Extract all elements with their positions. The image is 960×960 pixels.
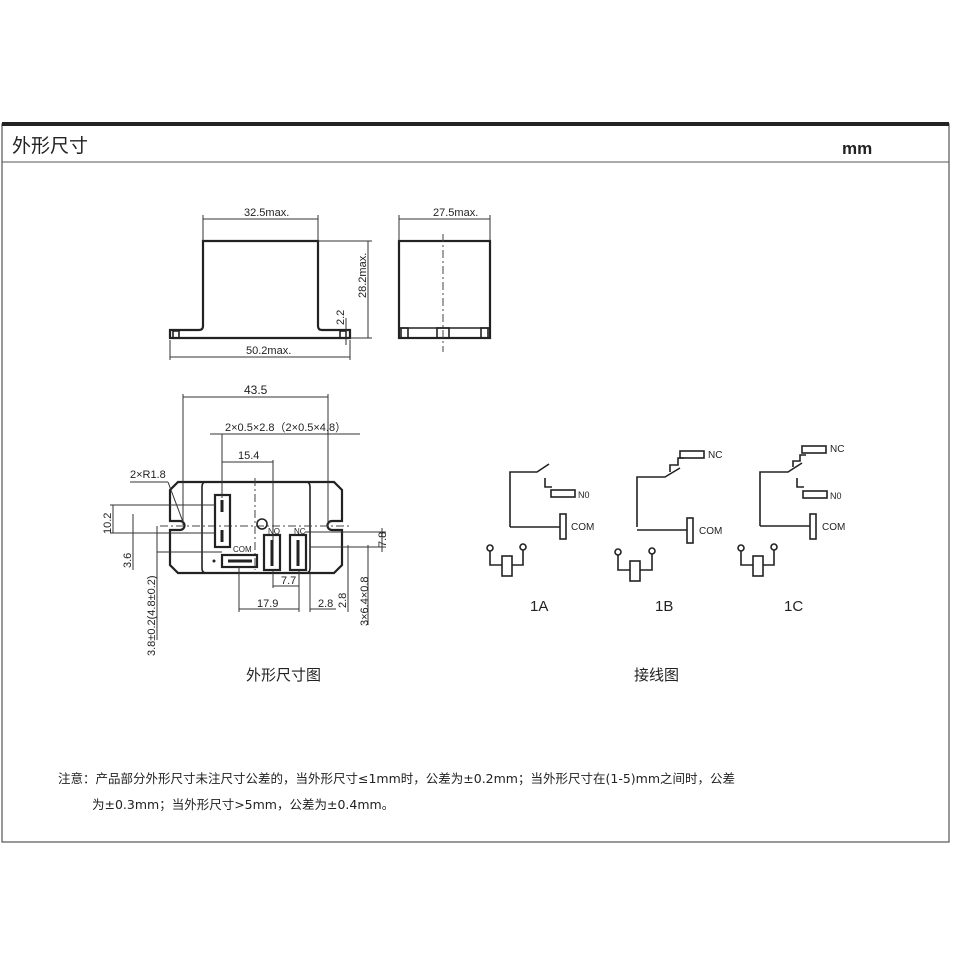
dim-pin-length: 3.8±0.2(4.8±0.2): [146, 575, 158, 656]
dim-flange: 2.2: [335, 310, 347, 325]
caption-dimension: 外形尺寸图: [246, 666, 321, 684]
front-view: 32.5max. 50.2max. 28.2max. 2.2: [168, 207, 372, 360]
1a-com-label: COM: [571, 522, 594, 533]
1c-com-label: COM: [822, 522, 845, 533]
wiring-1a: N0 COM 1A: [486, 463, 594, 615]
dim-2-8-v: 2.8: [337, 593, 349, 608]
dim-radius: 2×R1.8: [130, 469, 166, 481]
dim-3-6: 3.6: [122, 553, 134, 568]
dim-height: 28.2max.: [357, 253, 369, 298]
unit-label: mm: [842, 139, 872, 158]
1a-no-label: N0: [578, 490, 590, 500]
1c-no-label: N0: [830, 491, 842, 501]
1c-nc-label: NC: [830, 444, 844, 455]
dim-terminal: 2×0.5×2.8（2×0.5×4.8）: [225, 421, 346, 434]
pin-com-label: COM: [233, 545, 252, 554]
dim-15-4: 15.4: [238, 450, 259, 462]
wiring-1b: NC COM 1B: [614, 450, 722, 615]
note-line-2: 为±0.3mm；当外形尺寸>5mm，公差为±0.4mm。: [92, 797, 395, 812]
dim-10-2: 10.2: [102, 513, 114, 534]
1c-label: 1C: [784, 598, 803, 615]
1b-label: 1B: [655, 598, 673, 615]
wiring-1c: NC N0 COM 1C: [737, 444, 845, 615]
bottom-view: NO NC COM 43.5 2×0.5×2.8（2×0.5×4.8） 15.4…: [102, 383, 389, 656]
note-line-1: 注意：产品部分外形尺寸未注尺寸公差的，当外形尺寸≤1mm时，公差为±0.2mm；…: [58, 771, 736, 786]
dim-7-7: 7.7: [281, 575, 296, 587]
pin-nc-label: NC: [294, 527, 306, 536]
pin-no-label: NO: [268, 527, 280, 536]
dim-width: 32.5max.: [244, 207, 289, 219]
dim-17-9: 17.9: [257, 598, 278, 610]
dim-43-5: 43.5: [244, 383, 268, 397]
caption-wiring: 接线图: [634, 666, 679, 684]
dim-pins: 3×6.4×0.8: [359, 576, 371, 626]
dim-7-8: 7.8: [377, 532, 389, 547]
dim-2-8-h: 2.8: [318, 598, 333, 610]
dim-base: 50.2max.: [246, 345, 291, 357]
1b-com-label: COM: [699, 526, 722, 537]
header-title: 外形尺寸: [12, 135, 88, 157]
dim-side-width: 27.5max.: [433, 207, 478, 219]
side-view: 27.5max.: [397, 207, 492, 352]
1b-nc-label: NC: [708, 450, 722, 461]
1a-label: 1A: [530, 598, 548, 615]
frame: [1, 123, 950, 843]
